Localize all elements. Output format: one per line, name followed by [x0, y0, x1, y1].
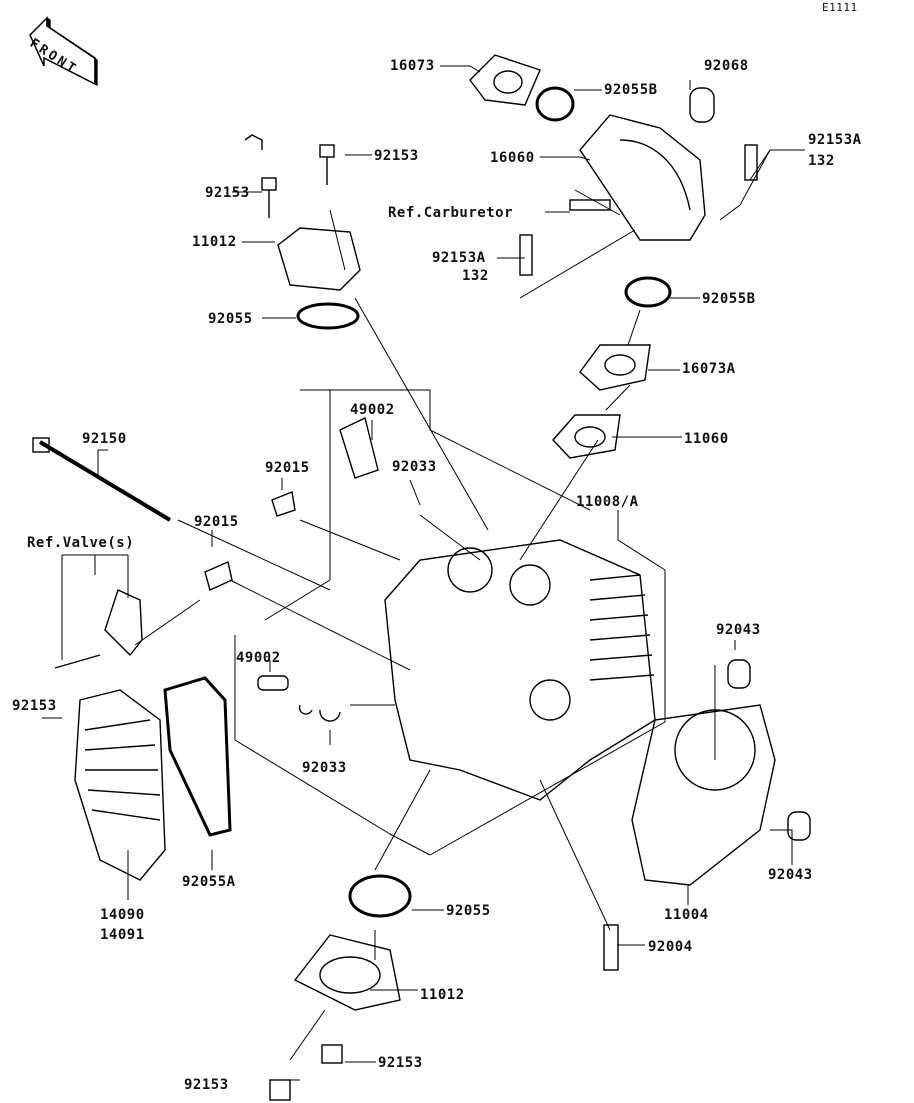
diagram-code: E1111 — [822, 1, 858, 14]
part-qty-132-right: 132 — [808, 153, 835, 169]
part-label-92150[interactable]: 92150 — [82, 431, 127, 447]
part-label-92015-mid[interactable]: 92015 — [194, 514, 239, 530]
part-label-92068[interactable]: 92068 — [704, 58, 749, 74]
part-label-14090[interactable]: 14090 — [100, 907, 145, 923]
ref-valves-label[interactable]: Ref.Valve(s) — [27, 535, 135, 551]
part-label-92015-top[interactable]: 92015 — [265, 460, 310, 476]
part-label-92153a-right[interactable]: 92153A — [808, 132, 862, 148]
part-label-49002-top[interactable]: 49002 — [350, 402, 395, 418]
part-label-92055-bottom[interactable]: 92055 — [446, 903, 491, 919]
part-label-11012-top[interactable]: 11012 — [192, 234, 237, 250]
part-label-49002-mid[interactable]: 49002 — [236, 650, 281, 666]
part-label-92153-bottom-left[interactable]: 92153 — [184, 1077, 229, 1093]
part-label-92043-top[interactable]: 92043 — [716, 622, 761, 638]
part-label-16073[interactable]: 16073 — [390, 58, 435, 74]
part-label-92153a-mid[interactable]: 92153A — [432, 250, 486, 266]
part-label-92153-left[interactable]: 92153 — [205, 185, 250, 201]
part-label-92055b-top[interactable]: 92055B — [604, 82, 658, 98]
parts — [32, 54, 811, 1101]
part-label-11008a[interactable]: 11008/A — [576, 494, 639, 510]
leader-lines — [42, 65, 805, 1081]
part-label-11060[interactable]: 11060 — [684, 431, 729, 447]
part-label-16060[interactable]: 16060 — [490, 150, 535, 166]
part-label-92004[interactable]: 92004 — [648, 939, 693, 955]
part-label-92055b-mid[interactable]: 92055B — [702, 291, 756, 307]
part-label-92055a[interactable]: 92055A — [182, 874, 236, 890]
front-arrow-icon — [29, 16, 98, 87]
part-label-92153-bottom-right[interactable]: 92153 — [378, 1055, 423, 1071]
part-label-16073a[interactable]: 16073A — [682, 361, 736, 377]
part-label-92033-mid[interactable]: 92033 — [302, 760, 347, 776]
part-label-92055-top[interactable]: 92055 — [208, 311, 253, 327]
part-label-92043-bottom[interactable]: 92043 — [768, 867, 813, 883]
part-label-14091[interactable]: 14091 — [100, 927, 145, 943]
part-label-92153-top[interactable]: 92153 — [374, 148, 419, 164]
part-qty-132-mid: 132 — [462, 268, 489, 284]
part-label-11004[interactable]: 11004 — [664, 907, 709, 923]
part-label-92033-top[interactable]: 92033 — [392, 459, 437, 475]
part-label-11012-bottom[interactable]: 11012 — [420, 987, 465, 1003]
part-label-92153-valve[interactable]: 92153 — [12, 698, 57, 714]
ref-carburetor-label[interactable]: Ref.Carburetor — [388, 205, 514, 221]
